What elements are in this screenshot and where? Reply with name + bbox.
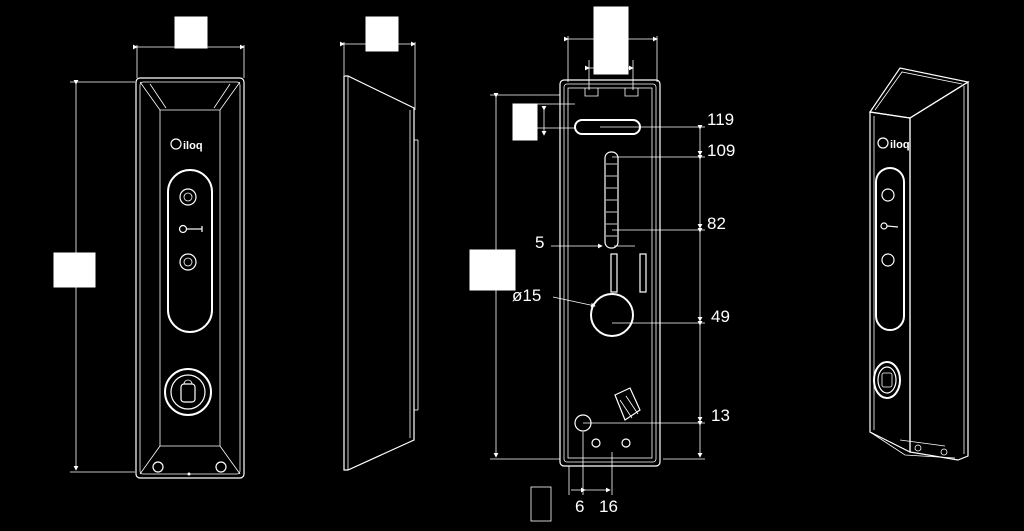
back-view: 119 109 82 5 ø15 49 13 6 16 (469, 6, 735, 522)
dimension-label-5: 5 (535, 233, 544, 252)
dimension-label-49: 49 (711, 307, 730, 326)
dimension-label-13: 13 (711, 406, 730, 425)
perspective-view: iloq (868, 67, 970, 461)
dimension-label-16: 16 (599, 497, 618, 516)
cable-hole (590, 293, 634, 337)
redacted-dimension-outline (530, 486, 552, 522)
reader-icon (179, 188, 197, 206)
side-view (340, 16, 419, 471)
dimension-label-d15: ø15 (512, 286, 541, 305)
brand-logo-perspective: iloq (890, 139, 910, 151)
dimension-label-119: 119 (707, 110, 734, 129)
redacted-dimension-box (469, 249, 516, 291)
redacted-dimension-box (365, 16, 399, 52)
cylinder-icon (164, 368, 212, 416)
key-icon (178, 224, 188, 234)
button-icon (179, 253, 197, 271)
dimension-label-6: 6 (575, 497, 584, 516)
redacted-dimension-box (512, 103, 538, 141)
front-view: iloq (53, 16, 245, 479)
redacted-dimension-box (593, 6, 629, 75)
dimension-label-109: 109 (707, 141, 735, 160)
redacted-dimension-box (53, 252, 96, 288)
redacted-dimension-box (174, 16, 208, 49)
brand-logo: iloq (183, 140, 203, 152)
dimension-label-82: 82 (707, 214, 726, 233)
